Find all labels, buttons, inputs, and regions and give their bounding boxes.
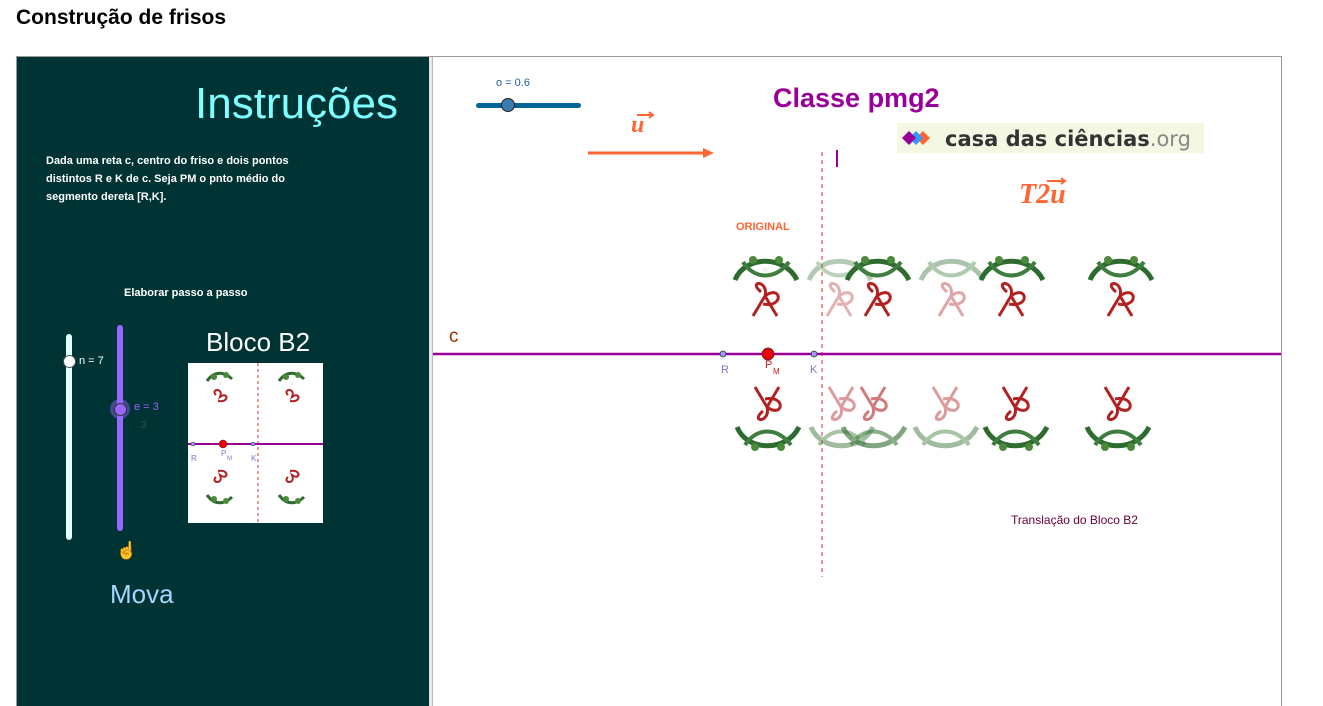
point-r — [719, 350, 727, 358]
mistletoe-icon — [912, 386, 980, 449]
geogebra-applet[interactable]: Instruções Dada uma reta c, centro do fr… — [16, 56, 1282, 706]
pointing-hand-icon: ☝ — [116, 541, 138, 560]
slider-e-label: e = 3 — [134, 401, 159, 413]
point-r-label: R — [721, 364, 729, 376]
slider-o-track[interactable] — [476, 103, 581, 108]
slider-o-label: o = 0.6 — [496, 77, 530, 89]
class-title: Classe pmg2 — [773, 83, 940, 113]
slider-e-track[interactable] — [117, 325, 123, 531]
block-b2-title: Bloco B2 — [206, 327, 311, 357]
mistletoe-icon — [732, 256, 800, 317]
vector-u-arrowhead — [703, 148, 714, 158]
construction-drawing — [433, 111, 1281, 577]
casa-das-ciencias-logo: casa das ciências.org — [897, 123, 1204, 153]
translation-label: Translação do Bloco B2 — [1011, 513, 1138, 527]
mistletoe-icon — [1084, 386, 1152, 451]
mistletoe-icon — [734, 386, 802, 451]
page-title: Construção de frisos — [16, 6, 227, 29]
logo-main-text: casa das ciências — [945, 127, 1150, 151]
block-label-r: R — [191, 454, 197, 463]
move-label: Mova — [110, 579, 174, 609]
instructions-panel: Instruções Dada uma reta c, centro do fr… — [17, 57, 429, 706]
mistletoe-icon — [205, 469, 234, 505]
instructions-title: Instruções — [195, 79, 398, 128]
instructions-text: Dada uma reta c, centro do friso e dois … — [46, 155, 289, 203]
original-label: ORIGINAL — [736, 221, 790, 233]
block-b2-preview: R P M K — [188, 363, 323, 523]
step-by-step-label: Elaborar passo a passo — [124, 287, 248, 299]
slider-e-handle[interactable] — [114, 403, 127, 416]
logo-suffix: .org — [1149, 127, 1191, 151]
mistletoe-icon — [1087, 256, 1155, 317]
logo-icon — [902, 131, 930, 145]
block-point-r — [190, 441, 196, 447]
panel-divider — [429, 57, 433, 706]
block-label-pm: P — [221, 449, 226, 458]
mistletoe-icon — [277, 371, 306, 403]
mistletoe-icon — [840, 386, 908, 449]
slider-n-label: n = 7 — [79, 355, 104, 367]
u-arrow-accent — [637, 111, 655, 119]
block-point-pm — [218, 439, 228, 449]
mistletoe-icon — [918, 258, 986, 317]
slider-o-handle[interactable] — [501, 98, 515, 112]
block-label-pm-sub: M — [227, 456, 232, 462]
graphics-view[interactable]: o = 0.6 Classe pmg2 casa das ciências.or… — [433, 57, 1281, 706]
mistletoe-icon — [205, 371, 234, 403]
block-b2-drawing: R P M K — [188, 363, 323, 523]
vector-u-label: u — [631, 112, 645, 138]
point-k — [810, 350, 818, 358]
slider-n-track[interactable] — [66, 334, 72, 540]
mistletoe-icon — [982, 386, 1050, 451]
point-pm-subscript: M — [773, 367, 780, 376]
logo-text: casa das ciências.org — [945, 127, 1191, 151]
t2u-arrow-accent — [1047, 177, 1067, 185]
block-label-k: K — [251, 454, 257, 463]
slider-n-handle[interactable] — [63, 355, 76, 368]
line-c-label: c — [449, 326, 459, 347]
mistletoe-icon — [978, 256, 1046, 317]
mistletoe-icon — [844, 256, 912, 317]
t2u-label: T2u — [1019, 179, 1066, 210]
point-pm — [761, 347, 775, 361]
mistletoe-icon — [277, 469, 306, 505]
point-pm-label: P — [765, 359, 773, 371]
point-k-label: K — [810, 364, 818, 376]
block-point-k — [250, 441, 256, 447]
slider-e-value: 3 — [141, 420, 147, 431]
